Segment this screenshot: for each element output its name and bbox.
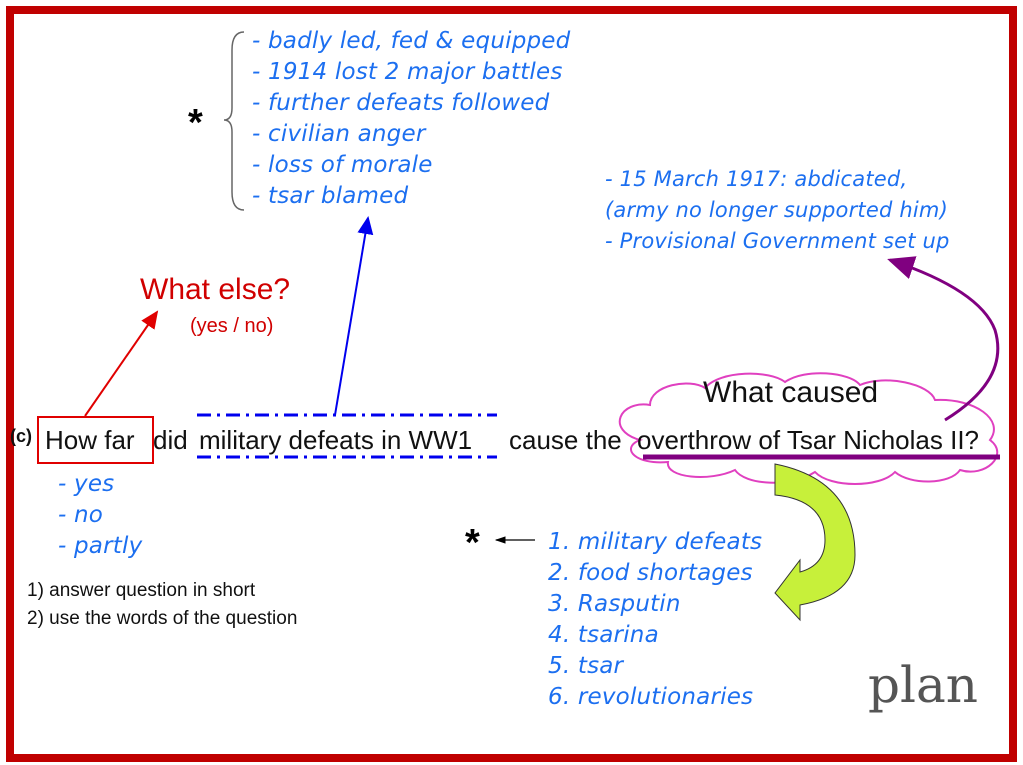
list-item: 1. military defeats <box>548 529 763 555</box>
list-item: - partly <box>58 533 143 559</box>
asterisk-causes: * <box>465 522 480 564</box>
list-item: - civilian anger <box>252 121 426 147</box>
red-arrow <box>84 310 159 417</box>
list-item: (army no longer supported him) <box>605 198 948 222</box>
list-item: 3. Rasputin <box>548 591 681 617</box>
what-else-heading: What else? <box>140 273 291 306</box>
list-item: - yes <box>58 471 115 497</box>
tip: 1) answer question in short <box>27 580 256 601</box>
list-item: 5. tsar <box>548 653 624 679</box>
question-cause: cause the <box>509 425 622 455</box>
question-overthrow: overthrow of Tsar Nicholas II? <box>637 425 979 455</box>
cloud-text: What caused <box>703 376 879 409</box>
list-item: - badly led, fed & equipped <box>252 28 571 54</box>
yes-no-label: (yes / no) <box>190 315 274 337</box>
list-item: - tsar blamed <box>252 183 409 209</box>
tip: 2) use the words of the question <box>27 608 298 629</box>
list-item: - Provisional Government set up <box>605 229 950 253</box>
green-curved-arrow <box>774 463 856 622</box>
curly-brace <box>223 31 245 211</box>
question-label: (c) <box>10 426 32 446</box>
how-far-box: How far <box>37 416 154 464</box>
slide-frame <box>6 6 1017 762</box>
purple-arrow <box>887 256 1000 422</box>
plan-label: plan <box>868 656 979 714</box>
list-item: - 1914 lost 2 major battles <box>252 59 563 85</box>
list-item: 2. food shortages <box>548 560 753 586</box>
asterisk-top: * <box>188 102 203 144</box>
list-item: - further defeats followed <box>252 90 550 116</box>
list-item: - loss of morale <box>252 152 433 178</box>
list-item: 6. revolutionaries <box>548 684 754 710</box>
question-did: did <box>153 425 188 455</box>
list-item: - 15 March 1917: abdicated, <box>605 167 908 191</box>
question-military: military defeats in WW1 <box>199 425 473 455</box>
blue-arrow <box>334 216 374 416</box>
list-item: 4. tsarina <box>548 622 659 648</box>
list-item: - no <box>58 502 104 528</box>
